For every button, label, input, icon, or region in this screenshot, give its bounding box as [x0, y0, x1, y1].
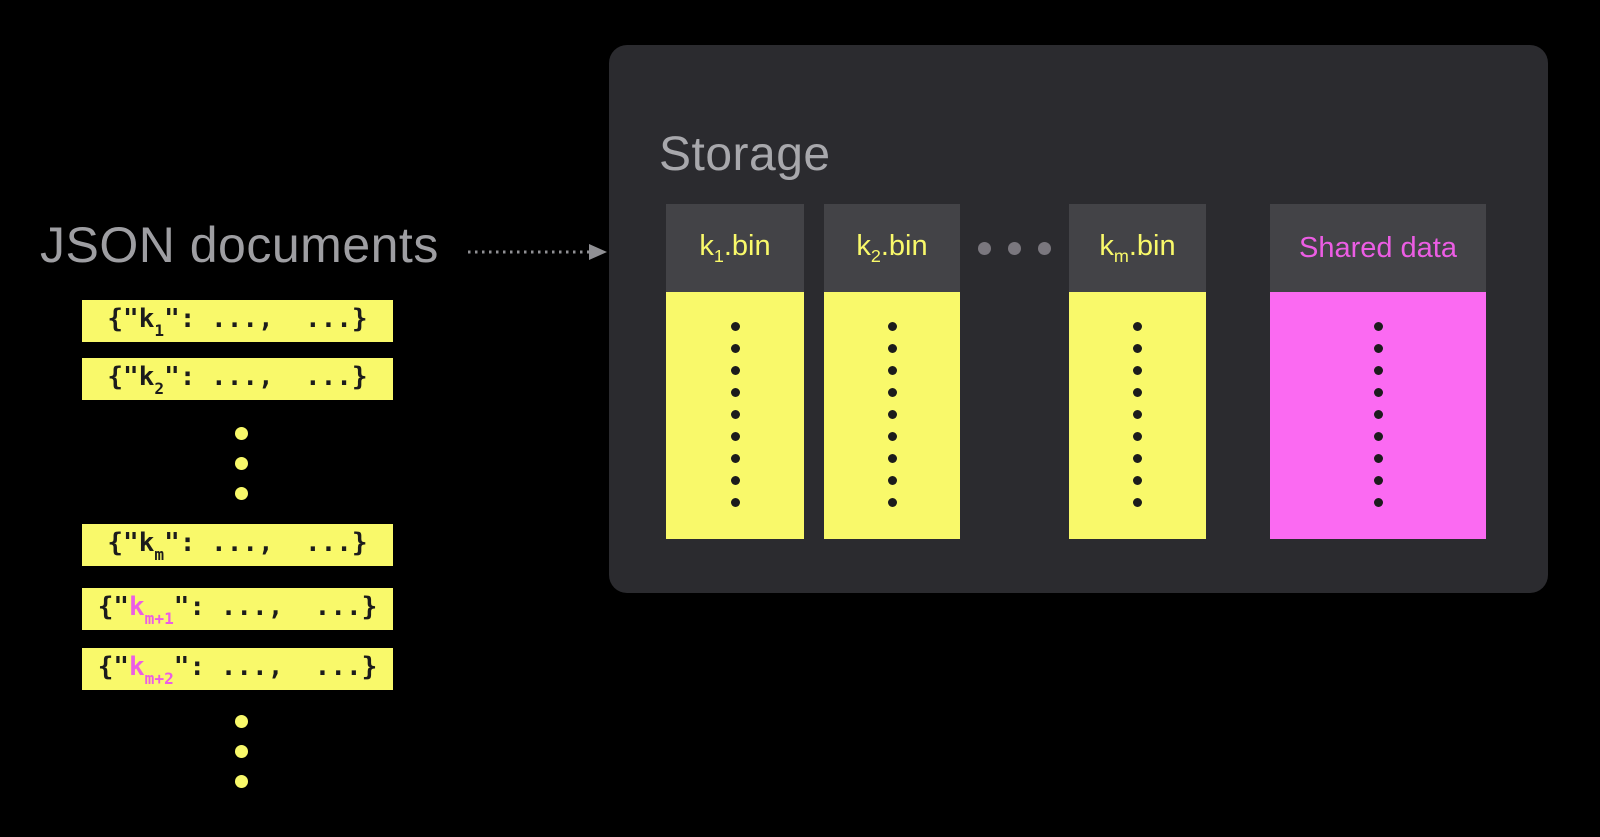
- dot: [1373, 498, 1383, 507]
- json-key-subscript-highlighted: m+1: [144, 608, 174, 628]
- json-document-row-k2: {"k2": ..., ...}: [82, 358, 393, 400]
- dot: [235, 487, 248, 500]
- dot: [1133, 344, 1142, 353]
- json-key-subscript: m: [154, 544, 165, 564]
- dot: [235, 457, 248, 470]
- dot: [1373, 454, 1383, 463]
- dot: [235, 427, 248, 440]
- dot: [887, 476, 897, 485]
- dot: [730, 388, 740, 397]
- json-key-subscript: 2: [154, 378, 165, 398]
- dot: [730, 366, 740, 375]
- dot: [730, 454, 740, 463]
- bin-key-subscript: 1: [713, 246, 724, 267]
- json-key-subscript-highlighted: m+2: [144, 668, 174, 688]
- dot: [730, 432, 740, 441]
- dot: [978, 242, 991, 255]
- json-text: {"km": ..., ...}: [107, 528, 368, 564]
- json-document-row-km2: {"km+2": ..., ...}: [82, 648, 393, 690]
- bin-header-k1: k1.bin: [666, 204, 804, 292]
- json-key: k: [138, 304, 155, 335]
- bin-header-km: km.bin: [1069, 204, 1206, 292]
- json-text: {"k2": ..., ...}: [107, 362, 368, 398]
- dot: [1373, 388, 1383, 397]
- dot: [730, 344, 740, 353]
- bin-label: km.bin: [1099, 229, 1176, 267]
- dot: [1373, 344, 1383, 353]
- json-document-row-km: {"km": ..., ...}: [82, 524, 393, 566]
- dot: [235, 715, 248, 728]
- dot: [887, 454, 897, 463]
- dot: [1133, 322, 1142, 331]
- dot: [1133, 454, 1142, 463]
- json-key: k: [138, 528, 155, 559]
- bin-body-k2: [824, 292, 960, 539]
- storage-panel: Storage k1.bin k2.bin km.bin Shared data: [609, 45, 1548, 593]
- bin-body-shared-data: [1270, 292, 1486, 539]
- dot: [887, 410, 897, 419]
- storage-bin-k1: k1.bin: [666, 204, 804, 539]
- dot: [1133, 366, 1142, 375]
- bins-ellipsis: [978, 242, 1051, 255]
- dot: [1373, 476, 1383, 485]
- bin-label: k1.bin: [699, 229, 771, 267]
- bin-label: k2.bin: [856, 229, 928, 267]
- dot: [887, 366, 897, 375]
- bin-header-k2: k2.bin: [824, 204, 960, 292]
- bin-label: Shared data: [1298, 231, 1457, 264]
- json-rows-ellipsis-bottom: [235, 715, 248, 788]
- dot: [887, 322, 897, 331]
- json-document-row-km1: {"km+1": ..., ...}: [82, 588, 393, 630]
- bin-body-km: [1069, 292, 1206, 539]
- dot: [1008, 242, 1021, 255]
- dot: [1133, 388, 1142, 397]
- dot: [1373, 366, 1383, 375]
- dot: [1133, 432, 1142, 441]
- dot: [730, 498, 740, 507]
- json-key: k: [138, 362, 155, 393]
- bin-header-shared-data: Shared data: [1270, 204, 1486, 292]
- bin-key-subscript: m: [1113, 246, 1129, 267]
- json-key-highlighted: k: [129, 652, 145, 683]
- dot: [730, 410, 740, 419]
- dot: [1373, 322, 1383, 331]
- storage-title: Storage: [659, 128, 831, 181]
- arrow-json-to-storage-icon: [468, 244, 607, 260]
- dot: [887, 344, 897, 353]
- json-text: {"k1": ..., ...}: [107, 304, 368, 340]
- dot: [887, 388, 897, 397]
- json-text: {"km+2": ..., ...}: [97, 652, 378, 688]
- dot: [235, 775, 248, 788]
- storage-bin-k2: k2.bin: [824, 204, 960, 539]
- json-key-subscript: 1: [154, 320, 165, 340]
- dot: [887, 432, 897, 441]
- dot: [1133, 410, 1142, 419]
- dot: [235, 745, 248, 758]
- json-text: {"km+1": ..., ...}: [97, 592, 378, 628]
- json-document-row-k1: {"k1": ..., ...}: [82, 300, 393, 342]
- dot: [1373, 410, 1383, 419]
- dot: [1133, 498, 1142, 507]
- bin-key-subscript: 2: [870, 246, 881, 267]
- storage-bin-km: km.bin: [1069, 204, 1206, 539]
- dot: [730, 476, 740, 485]
- dot: [1133, 476, 1142, 485]
- dot: [1038, 242, 1051, 255]
- json-rows-ellipsis-top: [235, 427, 248, 500]
- json-documents-title: JSON documents: [40, 217, 439, 273]
- dot: [730, 322, 740, 331]
- bin-body-k1: [666, 292, 804, 539]
- json-key-highlighted: k: [129, 592, 145, 623]
- dot: [887, 498, 897, 507]
- storage-bin-shared-data: Shared data: [1270, 204, 1486, 539]
- dot: [1373, 432, 1383, 441]
